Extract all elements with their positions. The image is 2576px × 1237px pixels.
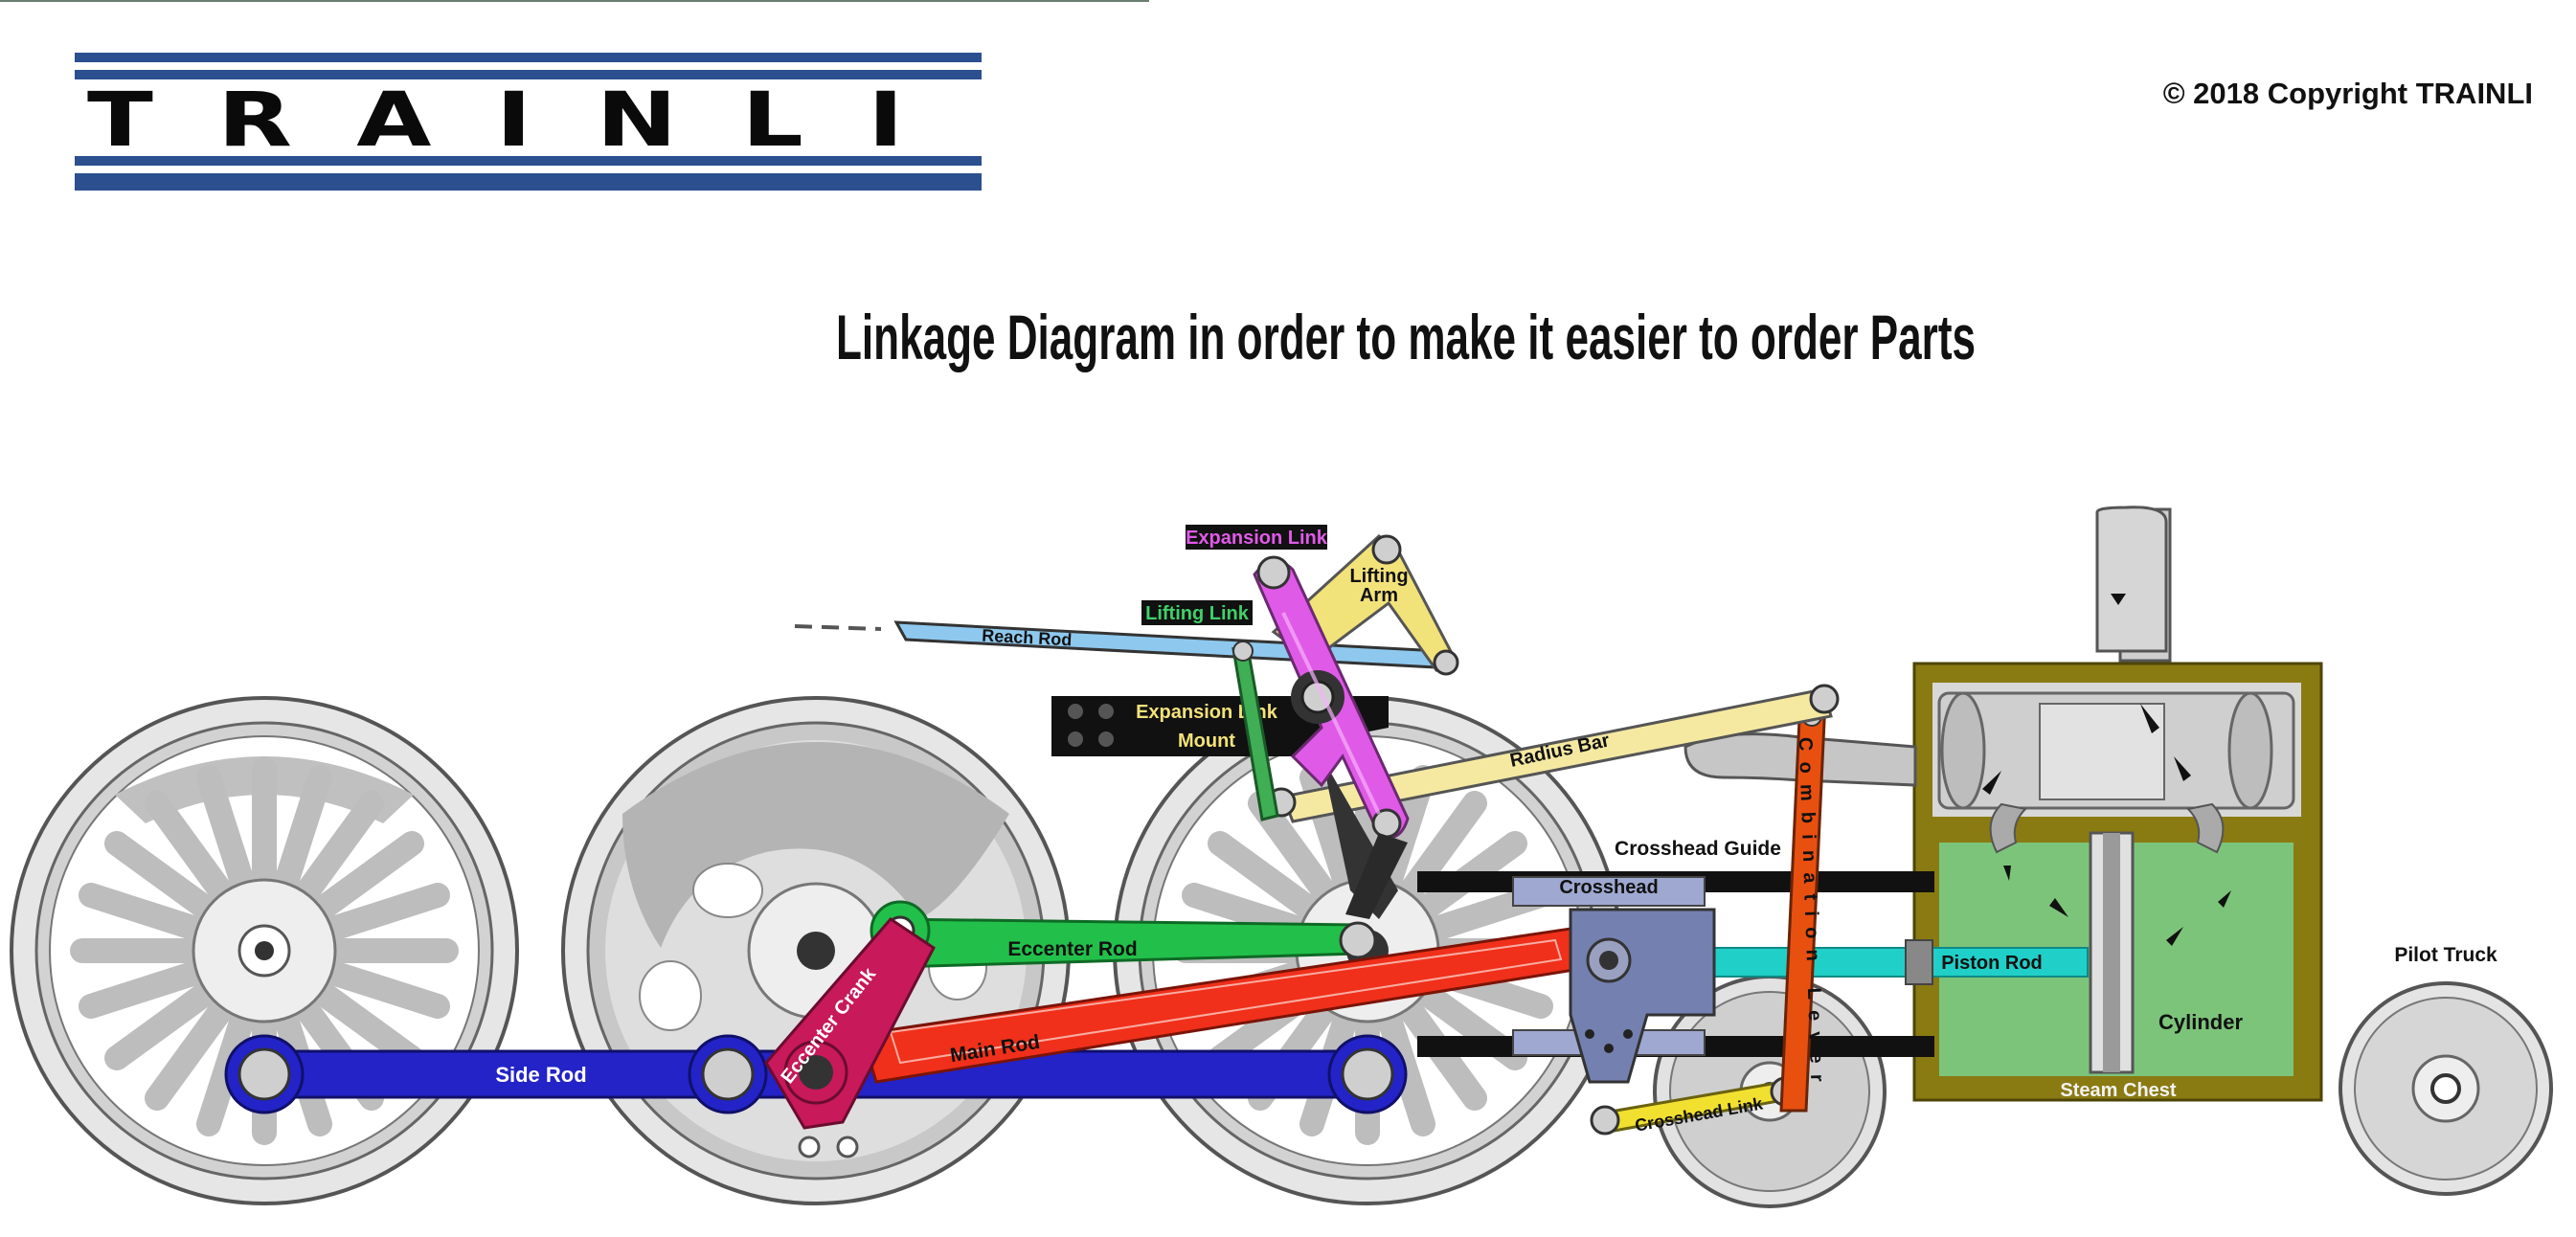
eccenter-crank <box>764 917 936 1130</box>
lifting-arm-label-1: Lifting <box>1349 566 1408 587</box>
steam-chest-label: Steam Chest <box>2060 1080 2176 1101</box>
expansion-link <box>1253 555 1410 840</box>
piston-gland <box>1905 939 1933 985</box>
driver-wheel-rear <box>10 696 519 1205</box>
expansion-link-label: Expansion Link <box>1186 528 1328 549</box>
piston-rod <box>1713 947 2089 978</box>
logo-stripe <box>75 173 982 191</box>
cylinder-label: Cylinder <box>2158 1010 2243 1034</box>
logo-stripe <box>75 53 982 62</box>
logo-stripe <box>75 156 982 166</box>
crosshead-label: Crosshead <box>1559 877 1658 898</box>
pilot-truck-wheel <box>2339 981 2553 1196</box>
expansion-link-label-bg <box>1186 525 1327 550</box>
logo-text: TRAINLI <box>87 78 968 164</box>
crosshead-guide-label: Crosshead Guide <box>1615 838 1781 860</box>
copyright-text: © 2018 Copyright TRAINLI <box>2163 77 2533 110</box>
radius-bar <box>1266 684 1840 823</box>
lifting-link-label-bg <box>1141 600 1253 625</box>
expansion-link-mount-label-2: Mount <box>1178 731 1235 752</box>
eccenter-rod-label: Eccenter Rod <box>1007 938 1137 960</box>
trainli-logo: TRAINLI <box>75 53 982 191</box>
side-rod-label: Side Rod <box>495 1063 586 1087</box>
logo-stripe <box>75 70 982 79</box>
page-title: Linkage Diagram in order to make it easi… <box>836 302 1976 372</box>
valve-gear-hanger <box>1345 833 1408 919</box>
lifting-link-label: Lifting Link <box>1145 603 1250 624</box>
pilot-truck-label: Pilot Truck <box>2394 944 2497 966</box>
steam-chest <box>1912 506 2323 1102</box>
piston-rod-label: Piston Rod <box>1941 953 2043 974</box>
reach-rod-label: Reach Rod <box>982 626 1073 650</box>
lifting-link <box>1232 641 1279 821</box>
crosshead <box>1512 876 1716 1084</box>
lifting-arm-label-2: Arm <box>1360 585 1398 606</box>
